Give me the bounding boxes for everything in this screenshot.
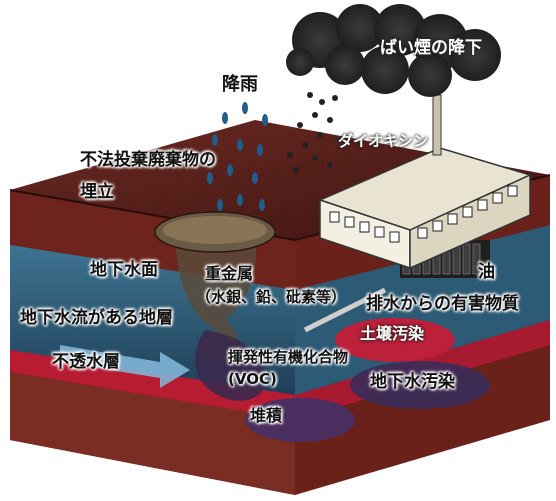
label-wastewater: 排水からの有害物質 <box>366 294 519 314</box>
label-groundwater-table: 地下水面 <box>90 260 158 280</box>
label-groundwater-contamination: 地下水汚染 <box>370 372 455 392</box>
factory <box>317 94 533 270</box>
label-illegal-dumping-line2: 埋立 <box>80 182 114 202</box>
label-rain: 降雨 <box>222 74 258 95</box>
label-illegal-dumping-line1: 不法投棄廃棄物の <box>80 150 216 170</box>
label-soot-fallout: ばい煙の降下 <box>380 38 482 58</box>
soot-particles <box>287 92 343 173</box>
label-deposition: 堆積 <box>250 406 283 425</box>
label-oil: 油 <box>478 262 495 282</box>
label-heavy-metals-line2: （水銀、鉛、砒素等） <box>196 288 347 306</box>
voc-plume <box>194 330 266 401</box>
rain-drops <box>207 102 268 211</box>
landfill-waste <box>163 216 267 244</box>
ground-surface <box>10 120 550 240</box>
smoke-cloud <box>286 4 501 97</box>
soil-contamination-blob <box>335 318 455 362</box>
label-voc-line1: 揮発性有機化合物 <box>228 348 349 366</box>
deposition-blob <box>245 398 355 442</box>
impermeable-layer-left <box>10 350 295 420</box>
label-soil-contamination: 土壌汚染 <box>360 324 425 343</box>
label-impermeable-layer: 不透水層 <box>52 352 120 372</box>
label-heavy-metals-line1: 重金属 <box>205 264 254 283</box>
groundwater-flow-arrow <box>60 345 190 388</box>
groundwater-contamination-blob <box>350 361 490 409</box>
contamination-plume <box>175 225 257 365</box>
label-aquifer: 地下水流がある地層 <box>20 308 173 328</box>
drain-pipe <box>303 287 387 333</box>
deep-soil-left <box>10 372 295 495</box>
label-dioxin: ダイオキシン <box>338 132 429 150</box>
label-voc-line2: (VOC) <box>228 370 277 388</box>
